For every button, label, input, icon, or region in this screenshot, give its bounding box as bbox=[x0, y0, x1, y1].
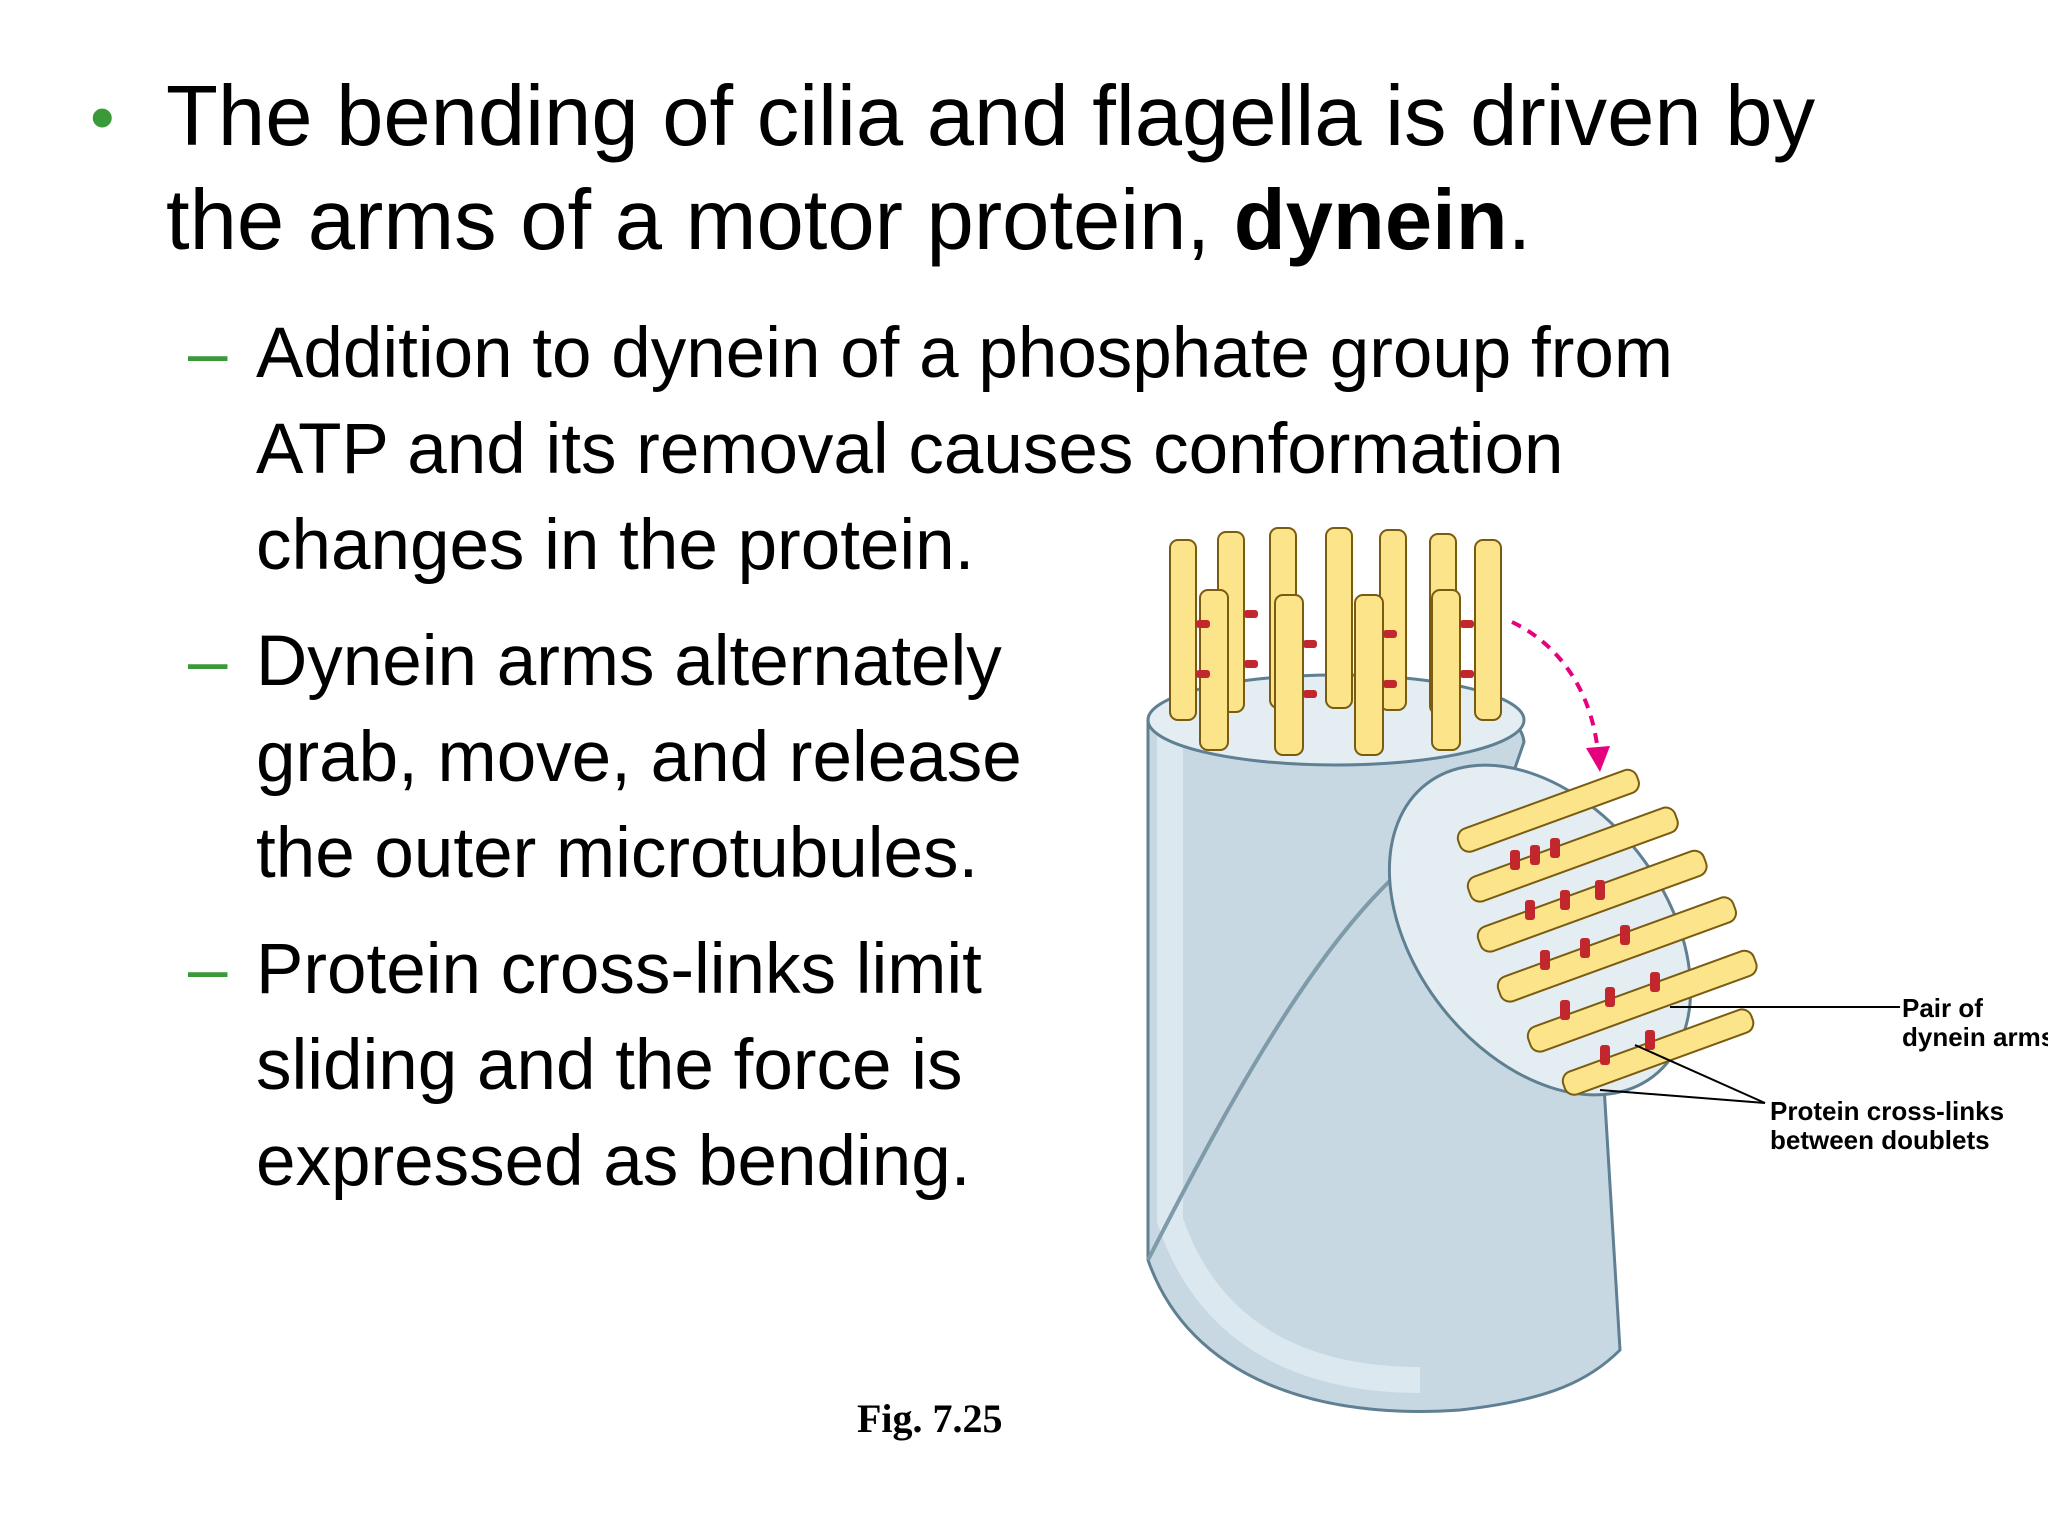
sub-bullet-1-text: Addition to dynein of a phosphate group … bbox=[256, 306, 1673, 594]
sub-bullet-3-text: Protein cross-links limit sliding and th… bbox=[256, 922, 982, 1210]
sub-bullet-2-line-2: grab, move, and release bbox=[256, 718, 1022, 797]
top-microtubule-bundle bbox=[1169, 527, 1502, 756]
crosslink-leader-line-2 bbox=[1599, 1089, 1766, 1104]
crosslinks-label-line-1: Protein cross-links bbox=[1770, 1096, 2005, 1126]
sub-bullet-1-line-1: Addition to dynein of a phosphate group … bbox=[256, 314, 1674, 393]
dynein-arms-label-line-2: dynein arms bbox=[1902, 1022, 2048, 1052]
sub-bullet-dash: – bbox=[188, 314, 228, 393]
crosslinks-label: Protein cross-links between doublets bbox=[1770, 1097, 2004, 1155]
main-bullet-text: The bending of cilia and flagella is dri… bbox=[166, 65, 2048, 273]
bent-dynein-arms bbox=[1510, 838, 1660, 1065]
crosslinks-label-line-2: between doublets bbox=[1770, 1125, 1990, 1155]
dynein-term: dynein bbox=[1233, 173, 1508, 268]
bullet-dot: • bbox=[90, 78, 115, 156]
sub-bullet-2-text: Dynein arms alternately grab, move, and … bbox=[256, 614, 1022, 902]
sub-bullet-3-line-3: expressed as bending. bbox=[256, 1122, 971, 1201]
main-bullet-line-2-text: the arms of a motor protein, bbox=[166, 173, 1234, 268]
main-bullet-line-2-suffix: . bbox=[1507, 173, 1532, 268]
top-dynein-arms bbox=[1196, 610, 1474, 698]
sub-bullet-1-line-3: changes in the protein. bbox=[256, 506, 975, 585]
dynein-arms-label: Pair of dynein arms bbox=[1902, 994, 2048, 1052]
sub-bullet-2-line-1: Dynein arms alternately bbox=[256, 622, 1002, 701]
sub-bullet-1-line-2: ATP and its removal causes conformation bbox=[256, 410, 1564, 489]
sub-bullet-dash: – bbox=[188, 930, 228, 1009]
sub-bullet-2-line-3: the outer microtubules. bbox=[256, 814, 979, 893]
sub-bullet-dash: – bbox=[188, 622, 228, 701]
dynein-arms-label-line-1: Pair of bbox=[1902, 993, 1983, 1023]
bent-microtubule-bundle bbox=[1456, 768, 1758, 1096]
crosslink-leader-line-1 bbox=[1634, 1044, 1766, 1104]
cilium-bending-diagram bbox=[1146, 527, 1900, 1413]
sheath-highlight bbox=[1157, 730, 1421, 1393]
main-bullet-line-2: the arms of a motor protein, dynein. bbox=[166, 169, 2048, 273]
bend-arrow bbox=[1511, 620, 1600, 753]
figure-caption: Fig. 7.25 bbox=[857, 1396, 1003, 1441]
main-bullet-line-1: The bending of cilia and flagella is dri… bbox=[166, 69, 1816, 164]
sub-bullet-3-line-2: sliding and the force is bbox=[256, 1026, 963, 1105]
sub-bullet-3-line-1: Protein cross-links limit bbox=[256, 930, 982, 1009]
bend-arrow-head bbox=[1586, 746, 1610, 772]
